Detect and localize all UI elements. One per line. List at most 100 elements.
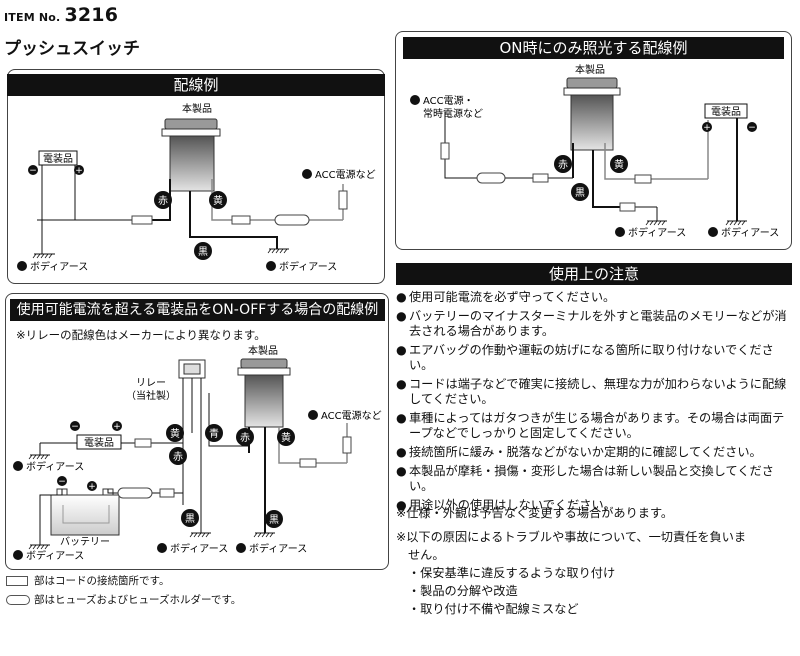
- bullet-icon: ●: [396, 377, 407, 391]
- product-name: プッシュスイッチ: [4, 39, 140, 59]
- acc-label-line2: 常時電源など: [423, 107, 483, 120]
- device-label: 電装品: [43, 152, 73, 165]
- minus-icon: [236, 543, 246, 553]
- minus-sign: −: [71, 422, 79, 432]
- bullet-icon: ●: [396, 498, 407, 512]
- relay-wiring-diagram: リレー （当社製） 本製品 電装品 − + ボディアース バッテリー − + ボ…: [13, 344, 382, 562]
- black-wire: [592, 150, 620, 208]
- ground-label: ボディアース: [721, 226, 779, 239]
- wiring-example-diagram: 本製品 電装品 − + ボディアース ボディアース ACC電源など 赤 黄 黒: [17, 102, 376, 273]
- precaution-item: ●本製品が摩耗・損傷・変形した場合は新しい製品と交換してください。: [396, 464, 794, 494]
- ground-label: ボディアース: [26, 460, 84, 473]
- relay-label-line1: リレー: [136, 378, 166, 389]
- liability-note-line1: ※以下の原因によるトラブルや事故について、一切責任を負いま: [396, 530, 747, 544]
- black-tag-label: 黒: [198, 246, 208, 258]
- ground-label: ボディアース: [30, 260, 88, 273]
- minus-sign: −: [29, 166, 37, 176]
- on-illumination-diagram: 本製品 電装品 + − ボディアース ボディアース ACC電源・ 常時電源など …: [410, 63, 779, 239]
- precaution-text: 使用可能電流を必ず守ってください。: [409, 290, 616, 304]
- minus-icon: [615, 227, 625, 237]
- device-box: [704, 103, 748, 119]
- bullet-icon: ●: [396, 445, 407, 459]
- red-tag: [236, 428, 254, 446]
- wiring-example-title: 配線例: [7, 74, 385, 96]
- precautions-list: ●使用可能電流を必ず守ってください。 ●バッテリーのマイナスターミナルを外すと電…: [396, 290, 794, 517]
- minus-icon: [747, 122, 757, 132]
- push-switch: [563, 77, 621, 151]
- relay-label-line2: （当社製）: [126, 389, 176, 402]
- liability-note-line2: せん。: [408, 548, 445, 562]
- minus-icon: [266, 261, 276, 271]
- item-label: ITEM No.: [4, 11, 61, 24]
- battery-label: バッテリー: [60, 536, 110, 548]
- black-tag: [571, 183, 589, 201]
- relay-wiring-panel: 使用可能電流を超える電装品をON-OFFする場合の配線例: [5, 293, 389, 570]
- fuse-holder: [274, 214, 310, 226]
- acc-label: ACC電源など: [321, 409, 382, 422]
- cause-item: ・保安基準に違反するような取り付け: [408, 566, 616, 580]
- item-number-value: 3216: [64, 4, 119, 26]
- bullet-icon: ●: [396, 464, 407, 478]
- bullet-icon: ●: [396, 290, 407, 304]
- plus-icon: [87, 481, 97, 491]
- product-label: 本製品: [575, 63, 605, 76]
- legend-connector-text: 部はコードの接続箇所です。: [34, 575, 170, 587]
- yellow-tag-label: 黄: [614, 158, 624, 171]
- black-tag: [265, 510, 283, 528]
- blue-tag-label: 青: [209, 427, 219, 440]
- black-tag: [181, 509, 199, 527]
- bullet-icon: ●: [396, 411, 407, 425]
- ground-label: ボディアース: [26, 549, 84, 562]
- precaution-item: ●用途以外の使用はしないでください。: [396, 498, 794, 513]
- black-wire: [189, 191, 278, 249]
- footnotes: ※仕様・外観は予告なく変更する場合があります。 ※以下の原因によるトラブルや事故…: [396, 505, 796, 619]
- push-switch: [237, 358, 291, 428]
- yellow-tag-label: 黄: [213, 194, 223, 207]
- device-box: [76, 434, 122, 450]
- precaution-text: 本製品が摩耗・損傷・変形した場合は新しい製品と交換してください。: [409, 464, 774, 493]
- battery: [50, 488, 120, 536]
- fuse-swatch: [6, 595, 30, 605]
- red-tag-label: 赤: [173, 451, 183, 463]
- red-tag: [154, 191, 172, 209]
- minus-icon: [28, 165, 38, 175]
- red-tag: [554, 155, 572, 173]
- connector: [299, 458, 317, 468]
- device-box: [38, 150, 78, 166]
- product-label: 本製品: [182, 102, 212, 115]
- precaution-item: ●車種によってはガタつきが生じる場合があります。その場合は両面テープなどでしっか…: [396, 411, 794, 441]
- plus-icon: [308, 410, 318, 420]
- cause-item: ・製品の分解や改造: [408, 584, 518, 598]
- connector: [634, 174, 652, 184]
- black-tag-label: 黒: [269, 514, 279, 526]
- connector: [231, 215, 251, 225]
- fuse-holder: [476, 172, 506, 184]
- red-wire: [152, 179, 171, 221]
- device-label: 電装品: [84, 436, 114, 449]
- bullet-icon: ●: [396, 343, 407, 357]
- yellow-tag-label: 黄: [170, 427, 180, 440]
- precaution-text: 用途以外の使用はしないでください。: [409, 498, 616, 512]
- ground-label: ボディアース: [249, 542, 307, 555]
- minus-icon: [13, 461, 23, 471]
- yellow-tag: [610, 155, 628, 173]
- yellow-wire: [604, 143, 635, 180]
- item-number: ITEM No. 3216: [4, 4, 118, 26]
- precaution-text: コードは端子などで確実に接続し、無理な力が加わらないように配線してください。: [409, 377, 787, 406]
- yellow-tag-label: 黄: [281, 431, 291, 444]
- blue-tag: [205, 424, 223, 442]
- relay-wiring-title: 使用可能電流を超える電装品をON-OFFする場合の配線例: [10, 299, 385, 321]
- black-tag: [194, 242, 212, 260]
- legend-fuse-text: 部はヒューズおよびヒューズホルダーです。: [34, 594, 242, 606]
- precaution-item: ●バッテリーのマイナスターミナルを外すと電装品のメモリーなどが消去される場合があ…: [396, 309, 794, 339]
- device-label: 電装品: [711, 105, 741, 118]
- push-switch: [161, 118, 221, 192]
- product-label: 本製品: [248, 344, 278, 357]
- connector: [440, 142, 450, 160]
- legend-connector: 部はコードの接続箇所です。: [6, 573, 169, 588]
- minus-sign: −: [748, 123, 756, 133]
- connector: [159, 488, 175, 498]
- connector: [342, 436, 352, 454]
- plus-sign: +: [88, 482, 96, 492]
- plus-icon: [410, 95, 420, 105]
